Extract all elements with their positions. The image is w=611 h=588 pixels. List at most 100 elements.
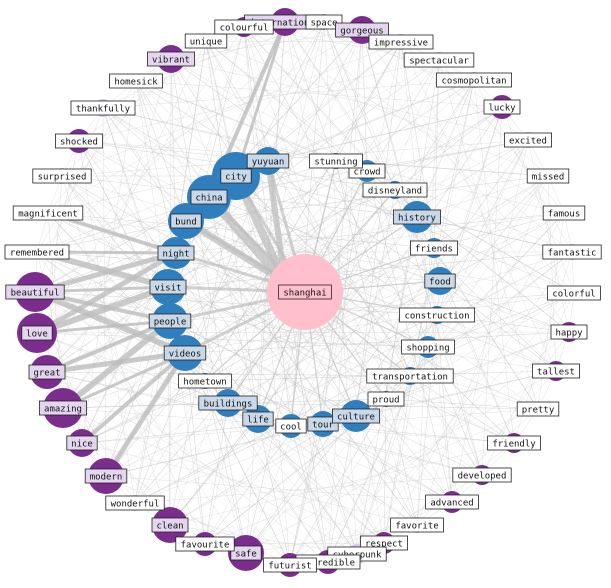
label-beautiful[interactable]: beautiful [5, 284, 65, 300]
label-spectacular[interactable]: spectacular [403, 52, 475, 68]
edge [323, 21, 396, 191]
label-china[interactable]: china [190, 189, 228, 205]
label-friendly[interactable]: friendly [487, 435, 541, 451]
label-yuyuan[interactable]: yuyuan [246, 153, 290, 169]
edge [243, 26, 291, 566]
label-thankfully[interactable]: thankfully [70, 100, 136, 116]
label-city[interactable]: city [220, 168, 252, 184]
edge [47, 212, 575, 294]
label-magnificent[interactable]: magnificent [12, 205, 84, 221]
edge [36, 319, 171, 335]
label-great-box [28, 364, 66, 380]
label-disneyland[interactable]: disneyland [362, 182, 428, 198]
label-tour[interactable]: tour [307, 416, 339, 432]
edge [227, 59, 440, 404]
label-space[interactable]: space [305, 14, 343, 30]
label-happy[interactable]: happy [550, 324, 588, 340]
label-amazing[interactable]: amazing [39, 400, 88, 416]
label-culture-box [331, 408, 380, 424]
label-modern[interactable]: modern [84, 468, 128, 484]
edge [34, 21, 286, 293]
label-cosmopolitan[interactable]: cosmopolitan [435, 72, 512, 88]
label-construction[interactable]: construction [398, 307, 475, 323]
label-city-text: city [225, 173, 247, 183]
label-safe[interactable]: safe [230, 545, 262, 561]
label-yuyuan-text: yuyuan [252, 158, 285, 168]
label-wonderful[interactable]: wonderful [105, 495, 165, 511]
label-history[interactable]: history [392, 209, 441, 225]
edge [356, 106, 503, 555]
edge [243, 26, 269, 162]
label-unique-text: unique [190, 38, 223, 48]
label-impressive-text: impressive [374, 39, 428, 49]
label-lucky[interactable]: lucky [483, 99, 521, 115]
edge [204, 41, 402, 382]
label-surprised[interactable]: surprised [32, 168, 92, 184]
label-colourful[interactable]: colourful [214, 19, 274, 35]
label-visit-box [149, 279, 187, 295]
label-love-box [21, 325, 53, 341]
edge [323, 21, 575, 294]
label-favourite[interactable]: favourite [175, 536, 235, 552]
label-shopping[interactable]: shopping [401, 339, 455, 355]
edge [257, 79, 475, 420]
label-friends[interactable]: friends [409, 240, 458, 256]
label-visit[interactable]: visit [149, 279, 187, 295]
label-cool-text: cool [280, 423, 302, 433]
label-clean[interactable]: clean [151, 517, 189, 533]
label-tour-text: tour [312, 421, 334, 431]
label-futurist[interactable]: futurist [263, 557, 317, 573]
label-modern-text: modern [90, 473, 123, 483]
label-gorgeous-text: gorgeous [340, 27, 383, 37]
label-buildings[interactable]: buildings [198, 395, 258, 411]
edge [135, 80, 187, 222]
label-magnificent-box [12, 205, 84, 221]
label-shocked-text: shocked [60, 138, 98, 148]
label-favorite[interactable]: favorite [390, 517, 444, 533]
edge [257, 251, 573, 420]
label-shocked[interactable]: shocked [55, 133, 104, 149]
label-proud[interactable]: proud [367, 391, 405, 407]
label-transportation[interactable]: transportation [366, 368, 454, 384]
label-vibrant[interactable]: vibrant [146, 51, 195, 67]
label-bund[interactable]: bund [170, 213, 202, 229]
label-wonderful-box [105, 495, 165, 511]
edge [289, 423, 324, 566]
label-tallest-text: tallest [537, 368, 575, 378]
label-night[interactable]: night [157, 245, 195, 261]
label-pretty[interactable]: pretty [516, 401, 560, 417]
edge [245, 415, 357, 554]
label-food[interactable]: food [424, 273, 456, 289]
label-tallest[interactable]: tallest [532, 363, 581, 379]
label-colorful[interactable]: colorful [547, 285, 601, 301]
label-hometown[interactable]: hometown [178, 373, 232, 389]
label-excited[interactable]: excited [503, 132, 552, 148]
label-life[interactable]: life [242, 411, 274, 427]
label-gorgeous[interactable]: gorgeous [335, 22, 389, 38]
label-impressive[interactable]: impressive [368, 34, 434, 50]
label-unique[interactable]: unique [184, 33, 228, 49]
label-culture[interactable]: culture [331, 408, 380, 424]
label-advanced[interactable]: advanced [425, 494, 479, 510]
label-missed-text: missed [532, 173, 565, 183]
label-fantastic[interactable]: fantastic [542, 244, 602, 260]
label-great[interactable]: great [28, 364, 66, 380]
label-developed[interactable]: developed [452, 467, 512, 483]
label-love[interactable]: love [21, 325, 53, 341]
label-videos[interactable]: videos [163, 345, 207, 361]
label-remembered[interactable]: remembered [4, 244, 70, 260]
label-nice[interactable]: nice [66, 435, 98, 451]
label-hub[interactable]: shanghai [278, 284, 332, 300]
edge [205, 40, 411, 377]
label-people[interactable]: people [148, 313, 192, 329]
label-amazing-box [39, 400, 88, 416]
label-developed-text: developed [458, 472, 507, 482]
edge [184, 218, 287, 285]
label-missed[interactable]: missed [526, 168, 570, 184]
edge [167, 79, 475, 288]
label-homesick[interactable]: homesick [109, 73, 163, 89]
label-famous[interactable]: famous [542, 205, 586, 221]
edge [170, 58, 529, 141]
label-stunning[interactable]: stunning [309, 153, 363, 169]
label-cool[interactable]: cool [275, 418, 307, 434]
